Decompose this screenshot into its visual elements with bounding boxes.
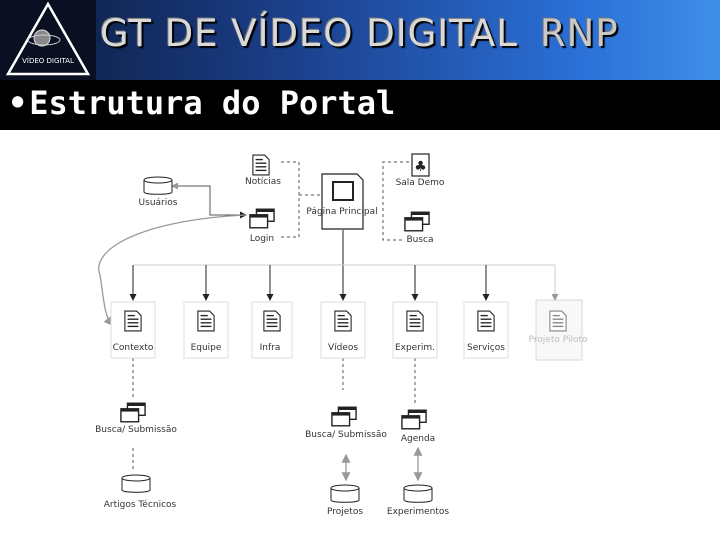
node-busca-submissao-artigos-label: Busca/ Submissão xyxy=(95,425,177,435)
slide-subtitle: •Estrutura do Portal xyxy=(8,84,395,122)
db-projetos: Projetos xyxy=(327,484,363,517)
header-banner: VÍDEO DIGITAL GT DE VÍDEO DIGITAL RNP xyxy=(0,0,720,80)
node-sala-demo-label: Sala Demo xyxy=(396,178,445,188)
node-pagina-principal-label-text: Página Principal xyxy=(306,207,377,217)
section-contexto: Contexto xyxy=(110,301,156,359)
banner-title-text: GT DE VÍDEO DIGITAL xyxy=(100,12,518,55)
subtitle-bar xyxy=(0,80,720,130)
db-projetos-label: Projetos xyxy=(327,507,363,517)
node-busca-submissao-artigos: Busca/ Submissão xyxy=(95,402,177,435)
banner-brand: RNP xyxy=(539,12,619,55)
node-pagina-principal: Página Principal xyxy=(306,173,378,230)
node-noticias-label: Notícias xyxy=(245,177,281,187)
bullet-icon: • xyxy=(8,84,28,122)
section-videos-label: Vídeos xyxy=(328,343,358,353)
node-busca-submissao-projetos-label: Busca/ Submissão xyxy=(305,430,387,440)
node-pagina-principal-label: Página Principal xyxy=(306,207,377,217)
section-infra-label: Infra xyxy=(260,343,281,353)
gt-video-logo: VÍDEO DIGITAL xyxy=(0,0,96,80)
db-artigos-tecnicos: Artigos Técnicos xyxy=(104,474,177,510)
banner-title: GT DE VÍDEO DIGITAL RNP xyxy=(100,12,619,55)
node-busca-submissao-projetos: Busca/ Submissão xyxy=(305,406,387,440)
connector-lines xyxy=(98,161,559,482)
section-projeto-piloto: Projeto Piloto xyxy=(529,299,588,361)
node-login: Login xyxy=(249,208,275,244)
film-clapper-icon: ♣ xyxy=(414,159,427,175)
section-servicos: Serviços xyxy=(463,301,509,359)
node-busca-label: Busca xyxy=(406,235,433,245)
node-busca: Busca xyxy=(404,211,434,245)
node-login-label: Login xyxy=(250,234,274,244)
db-experimentos-label: Experimentos xyxy=(387,507,450,517)
section-equipe: Equipe xyxy=(183,301,229,359)
node-agenda-label: Agenda xyxy=(401,434,435,444)
section-infra: Infra xyxy=(251,301,293,359)
section-servicos-label: Serviços xyxy=(467,343,505,353)
section-projeto-piloto-label: Projeto Piloto xyxy=(529,335,588,345)
slide-subtitle-text: Estrutura do Portal xyxy=(29,84,396,122)
node-agenda: Agenda xyxy=(401,409,435,444)
logo-triangle-icon xyxy=(5,1,91,76)
section-equipe-label: Equipe xyxy=(191,343,222,353)
section-experim: Experim. xyxy=(392,301,438,359)
section-experim-label: Experim. xyxy=(395,343,435,353)
node-sala-demo: ♣ Sala Demo xyxy=(396,153,445,188)
section-videos: Vídeos xyxy=(320,301,366,359)
db-artigos-tecnicos-label: Artigos Técnicos xyxy=(104,499,177,510)
section-contexto-label: Contexto xyxy=(113,343,154,353)
node-usuarios-label: Usuários xyxy=(139,198,178,208)
node-noticias: Notícias xyxy=(245,154,281,187)
portal-structure-diagram: Notícias ♣ Sala Demo Usuários Página Pri… xyxy=(95,153,588,517)
logo-text: VÍDEO DIGITAL xyxy=(22,57,74,65)
db-experimentos: Experimentos xyxy=(387,484,450,517)
node-usuarios: Usuários xyxy=(139,176,178,208)
